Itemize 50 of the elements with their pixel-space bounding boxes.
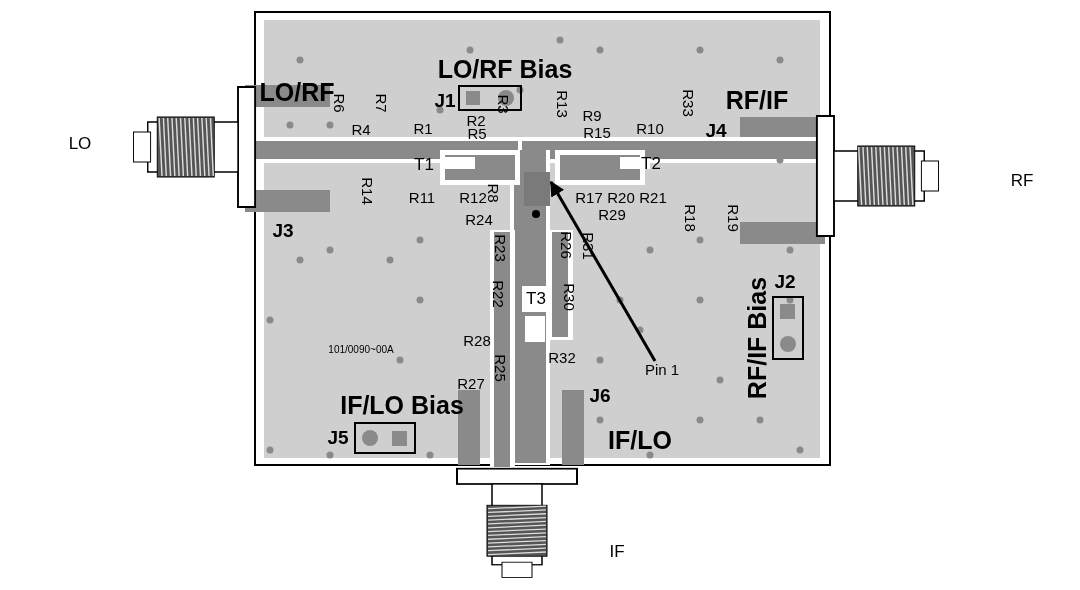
component-label: R14 [359, 177, 375, 205]
component-label: R21 [639, 189, 667, 205]
component-label: R15 [583, 124, 611, 140]
component-label: T3 [526, 289, 546, 307]
connector-label: LO [68, 134, 92, 152]
leader-arrow [549, 180, 657, 362]
connector-label: IF [609, 542, 625, 560]
jack-label: J2 [774, 271, 796, 291]
component-label: R25 [492, 354, 508, 382]
component-label: R7 [373, 93, 389, 113]
component-label: R33 [680, 89, 696, 117]
component-label: R12 [459, 189, 487, 205]
jack-label: J5 [327, 427, 349, 447]
component-label: R1 [413, 120, 433, 136]
component-label: R22 [490, 280, 506, 308]
component-label: T1 [414, 155, 434, 173]
component-label: R18 [682, 204, 698, 232]
component-label: R10 [636, 120, 664, 136]
jack-label: J3 [272, 220, 294, 240]
component-label: R32 [548, 349, 576, 365]
component-label: R5 [467, 125, 487, 141]
component-label: R4 [351, 121, 371, 137]
port-label: RF/IF [725, 87, 789, 113]
component-label: R11 [408, 189, 436, 205]
component-label: R24 [465, 211, 493, 227]
jack-label: J1 [434, 90, 456, 110]
port-label: IF/LO Bias [340, 392, 464, 418]
connector-label: RF [1010, 171, 1034, 189]
component-label: R23 [492, 234, 508, 262]
jack-label: J4 [705, 120, 727, 140]
component-label: R13 [554, 90, 570, 118]
port-label: IF/LO [608, 427, 672, 453]
component-label: R19 [725, 204, 741, 232]
ic-footprint [524, 172, 550, 206]
port-label: RF/IF Bias [744, 276, 770, 400]
component-label: R8 [485, 183, 501, 203]
board-number: 101/0090~00A [328, 345, 394, 355]
component-label: R30 [561, 283, 577, 311]
jack-label: J6 [589, 385, 611, 405]
component-label: R9 [582, 107, 602, 123]
port-label: LO/RF Bias [437, 56, 573, 82]
component-label: R26 [558, 231, 574, 259]
component-label: R27 [457, 375, 485, 391]
component-label: R17 [575, 189, 603, 205]
component-label: R20 [607, 189, 635, 205]
component-label: T2 [641, 154, 661, 172]
component-label: R28 [463, 332, 491, 348]
callout-text: Pin 1 [645, 362, 680, 377]
component-label: R29 [598, 206, 626, 222]
component-label: R2 [466, 112, 486, 128]
